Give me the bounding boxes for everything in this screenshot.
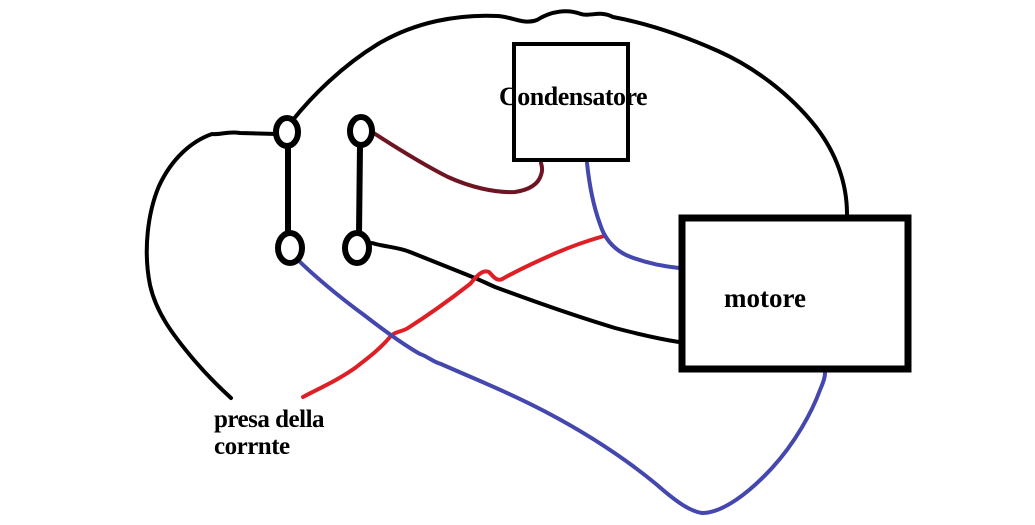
plug-prong-left-top-terminal — [273, 115, 301, 149]
capacitor-dark-red-wire — [367, 128, 545, 195]
motor-label: motore — [724, 283, 806, 313]
plug-prongs-right — [342, 114, 375, 266]
socket-red-wire — [301, 234, 606, 399]
plug-prong-right-top-terminal — [347, 114, 375, 148]
plug-prongs-left — [273, 115, 305, 266]
plug-prong-right-bar — [356, 144, 363, 235]
socket-blue-wire — [294, 256, 827, 515]
power-socket-label-line2: corrnte — [214, 433, 290, 460]
power-socket-label-line1: presa della — [214, 406, 325, 433]
socket-black-wire — [144, 130, 279, 400]
plug-prong-left-bottom-terminal — [275, 230, 305, 266]
capacitor-box — [512, 42, 630, 162]
prong-to-motor-black-wire — [370, 241, 681, 344]
plug-prong-right-bottom-terminal — [342, 230, 372, 266]
capacitor-label: Condensatore — [499, 82, 647, 111]
capacitor-blue-wire — [585, 161, 681, 270]
mains-loop-black-wire — [290, 9, 849, 216]
motor-box — [678, 214, 912, 373]
